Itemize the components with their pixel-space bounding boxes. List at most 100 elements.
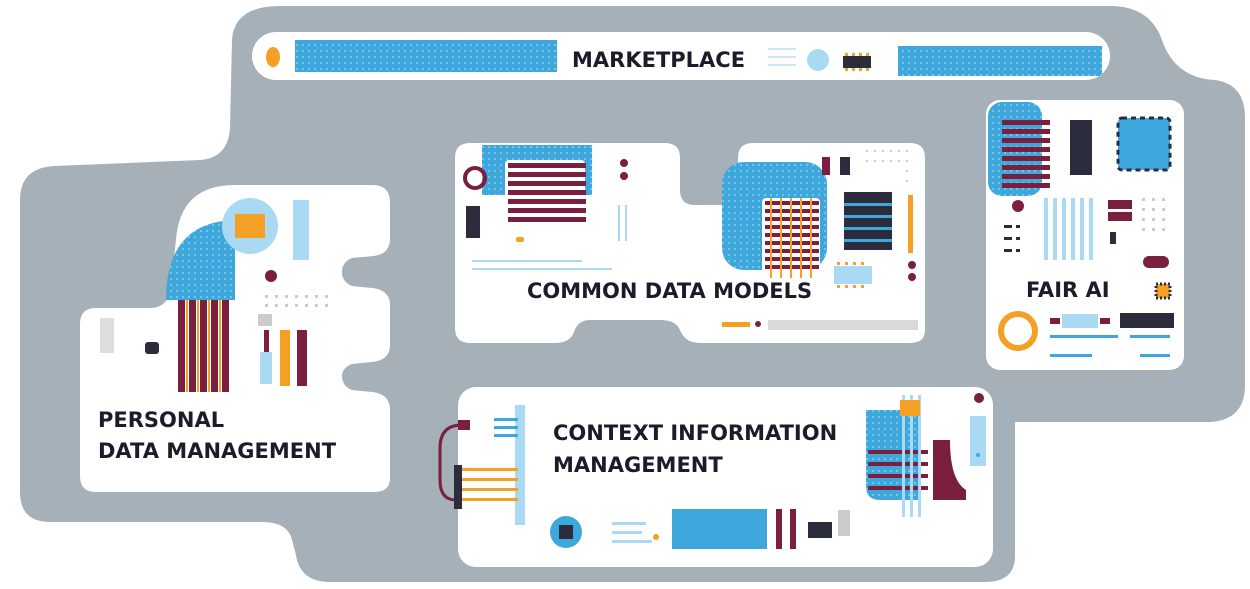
led-icon	[653, 534, 659, 540]
led-icon	[620, 172, 628, 180]
pdm-dotted-area	[166, 220, 235, 300]
fair-ai-orange-chip	[1154, 282, 1172, 300]
led-icon	[265, 270, 277, 282]
fair-ai-module: FAIR AI	[986, 100, 1184, 370]
cdm-chip	[466, 206, 480, 238]
pdm-orange-traces	[186, 300, 221, 392]
led-icon	[620, 159, 628, 167]
marketplace-dotted-strip-right	[898, 46, 1102, 76]
cdm-orange-traces	[770, 198, 812, 278]
fair-ai-dark-bar	[1120, 313, 1174, 328]
fair-ai-maroon-chip	[1108, 200, 1132, 209]
cdm-line	[618, 205, 620, 241]
cdm-orange-pin	[516, 237, 524, 242]
cim-vertical-lines	[902, 395, 921, 517]
cim-connector	[458, 420, 470, 430]
cdm-line	[625, 205, 627, 241]
fair-ai-dark-chip	[1070, 120, 1092, 175]
pdm-maroon-stripes	[178, 300, 229, 392]
cim-orange-chip	[900, 400, 920, 416]
cim-label-line2: MANAGEMENT	[553, 453, 723, 477]
cim-gray-chip	[838, 510, 850, 536]
fair-ai-line	[1050, 354, 1092, 357]
fair-ai-line	[1130, 335, 1170, 338]
cim-maroon-bar	[776, 509, 782, 549]
pdm-dot-grid	[265, 295, 328, 307]
fair-ai-pins	[1004, 225, 1020, 252]
cim-label-line1: CONTEXT INFORMATION	[553, 421, 837, 445]
flame-icon	[266, 47, 280, 67]
cdm-line	[472, 260, 582, 262]
ring-icon	[998, 311, 1038, 351]
marketplace-line-divider	[768, 48, 796, 50]
fair-ai-small-chip	[1050, 318, 1060, 324]
led-icon	[755, 321, 761, 327]
chip-pins	[845, 53, 869, 71]
fair-ai-dot-grid	[1142, 198, 1165, 231]
marketplace-label: MARKETPLACE	[572, 48, 745, 72]
led-icon	[976, 453, 980, 457]
cim-dark-chip-2	[808, 522, 832, 538]
pdm-orange-bar	[280, 330, 290, 386]
marketplace-module: MARKETPLACE	[252, 32, 1110, 80]
cim-maroon-bar	[790, 509, 796, 549]
cdm-orange-bar	[722, 322, 750, 327]
cim-maroon-stripes	[868, 450, 928, 490]
cim-blue-block	[672, 509, 767, 549]
cim-board	[458, 387, 993, 567]
cdm-dot-grid	[866, 150, 908, 182]
cdm-small-chip	[834, 266, 872, 284]
cim-orange-traces	[462, 468, 518, 501]
cim-maroon-shape	[933, 440, 966, 500]
fair-ai-blue-chip	[1116, 116, 1172, 172]
pdm-label-line1: PERSONAL	[98, 408, 224, 432]
led-icon	[908, 273, 916, 281]
personal-data-management-module: PERSONAL DATA MANAGEMENT	[80, 185, 390, 492]
led-icon	[1012, 200, 1024, 212]
fair-ai-maroon-chip	[1108, 212, 1132, 221]
fair-ai-lines	[1044, 198, 1093, 260]
led-icon	[908, 261, 916, 269]
pdm-gray-chip	[258, 314, 272, 326]
cdm-orange-bar	[908, 195, 913, 253]
pdm-light-bar	[260, 352, 272, 384]
context-information-management-module: CONTEXT INFORMATION MANAGEMENT	[438, 387, 993, 567]
cdm-small-chip-pins	[837, 262, 864, 288]
cim-cable	[438, 423, 463, 502]
cdm-line	[472, 268, 612, 270]
fair-ai-maroon-stripes	[1002, 120, 1050, 188]
cdm-maroon-stripes	[508, 163, 586, 222]
cim-blue-lines	[494, 418, 518, 437]
pdm-dark-chip	[145, 342, 159, 354]
cdm-chip-small	[822, 157, 830, 175]
pdm-light-bar	[293, 200, 309, 260]
marketplace-line-divider	[768, 64, 796, 66]
pdm-board	[80, 185, 390, 492]
common-data-models-module: COMMON DATA MODELS	[455, 143, 925, 343]
fair-ai-maroon-pill	[1143, 256, 1169, 268]
pdm-maroon-bar	[297, 330, 307, 386]
cdm-chip-stripes	[844, 203, 892, 242]
marketplace-dotted-strip-left	[295, 40, 557, 72]
marketplace-chip-icon	[843, 56, 871, 68]
fair-ai-line	[1050, 335, 1118, 338]
cim-lines	[612, 522, 652, 543]
cim-light-bar	[515, 405, 525, 525]
cim-dark-chip	[559, 525, 573, 539]
cdm-chip-small	[840, 157, 850, 175]
marketplace-line-divider	[768, 56, 796, 58]
fair-ai-label: FAIR AI	[1026, 278, 1110, 302]
pdm-orange-chip	[235, 214, 265, 238]
fair-ai-line	[1140, 354, 1170, 357]
ring-icon	[463, 166, 487, 190]
pdm-maroon-bar	[264, 330, 269, 352]
cdm-label: COMMON DATA MODELS	[527, 279, 812, 303]
marketplace-round-chip	[807, 49, 829, 71]
fair-ai-small-chip	[1100, 318, 1110, 324]
led-icon	[974, 393, 984, 403]
pdm-label-line2: DATA MANAGEMENT	[98, 439, 337, 463]
fair-ai-dark-pin	[1110, 232, 1116, 244]
cdm-gray-rail	[768, 320, 918, 330]
fair-ai-small-chip	[1062, 314, 1098, 328]
